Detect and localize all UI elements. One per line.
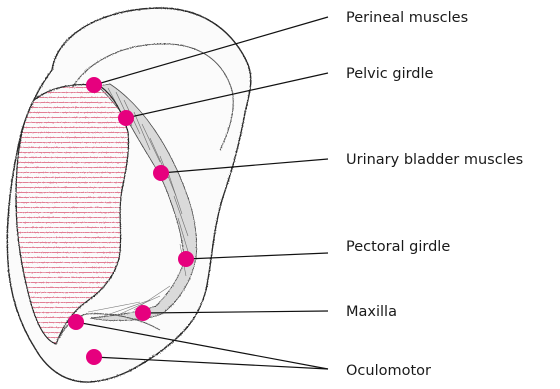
label-oculomotor: Oculomotor (346, 363, 431, 379)
point-perineal-marker (86, 77, 102, 93)
label-pelvic-girdle: Pelvic girdle (346, 66, 434, 82)
point-oculomotor-marker-b (86, 349, 102, 365)
ear-illustration (7, 8, 251, 382)
point-bladder-marker (153, 165, 169, 181)
label-pectoral-girdle: Pectoral girdle (346, 239, 450, 255)
point-oculomotor-marker-a (68, 314, 84, 330)
point-maxilla-marker (135, 305, 151, 321)
label-maxilla: Maxilla (346, 304, 397, 320)
point-pectoral-marker (178, 251, 194, 267)
point-pelvic-marker (118, 110, 134, 126)
labels: Perineal muscles Pelvic girdle Urinary b… (346, 10, 523, 379)
label-urinary-bladder-muscles: Urinary bladder muscles (346, 152, 523, 168)
label-perineal-muscles: Perineal muscles (346, 10, 468, 26)
